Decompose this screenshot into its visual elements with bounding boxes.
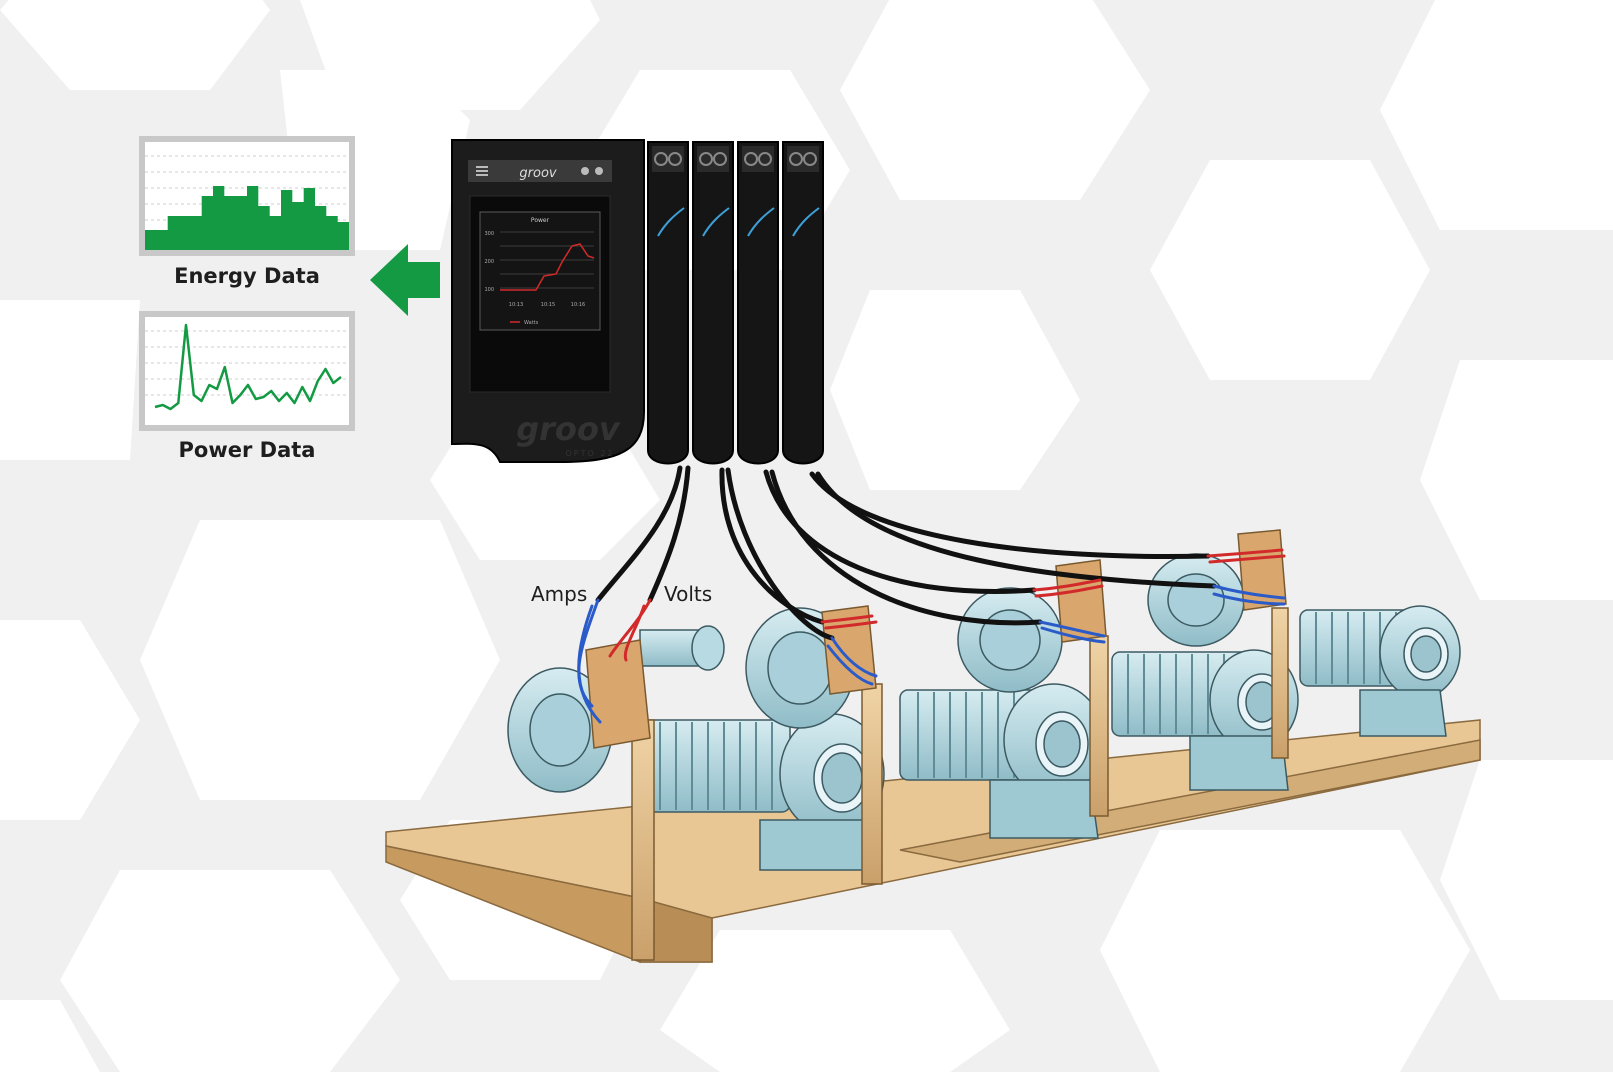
menu-icon xyxy=(476,166,488,176)
power-chart-plot xyxy=(145,317,349,425)
io-module xyxy=(782,141,824,465)
arrow-left-icon xyxy=(370,244,440,316)
pump-2 xyxy=(745,607,1105,839)
energy-chart-plot xyxy=(145,142,349,250)
screen-y-tick: 200 xyxy=(484,259,494,265)
sensor-leads xyxy=(577,548,1286,724)
screen-power-line xyxy=(500,243,595,291)
gear-icon xyxy=(595,167,603,175)
power-data-caption: Power Data xyxy=(178,438,316,462)
screen-legend: Watts xyxy=(524,320,539,326)
screen-x-tick: 10:13 xyxy=(509,302,523,308)
power-data-chart xyxy=(139,311,355,431)
energy-area xyxy=(145,186,349,250)
io-module xyxy=(737,141,779,465)
amps-label: Amps xyxy=(531,582,588,606)
io-module xyxy=(647,141,689,465)
controller-logo: groov xyxy=(516,410,621,448)
io-module xyxy=(692,141,734,465)
volts-label: Volts xyxy=(664,582,713,606)
controller-maker: OPTO 22 xyxy=(565,449,614,458)
energy-data-chart xyxy=(139,136,355,256)
screen-y-tick: 300 xyxy=(484,231,494,237)
bell-icon xyxy=(581,167,589,175)
screen-x-tick: 10:16 xyxy=(571,302,585,308)
signal-cables xyxy=(595,465,1217,641)
power-line xyxy=(154,323,342,411)
energy-data-caption: Energy Data xyxy=(174,264,320,288)
screen-chart-title: Power xyxy=(531,217,550,224)
groov-controller: groov Power 300 200 100 10:13 10:15 10:1… xyxy=(451,139,645,463)
io-modules xyxy=(647,141,824,465)
controller-header-brand: groov xyxy=(519,166,557,181)
screen-y-tick: 100 xyxy=(484,287,494,293)
pump-1 xyxy=(507,625,885,871)
screen-x-tick: 10:15 xyxy=(541,302,555,308)
controller-header-bar xyxy=(468,160,612,182)
